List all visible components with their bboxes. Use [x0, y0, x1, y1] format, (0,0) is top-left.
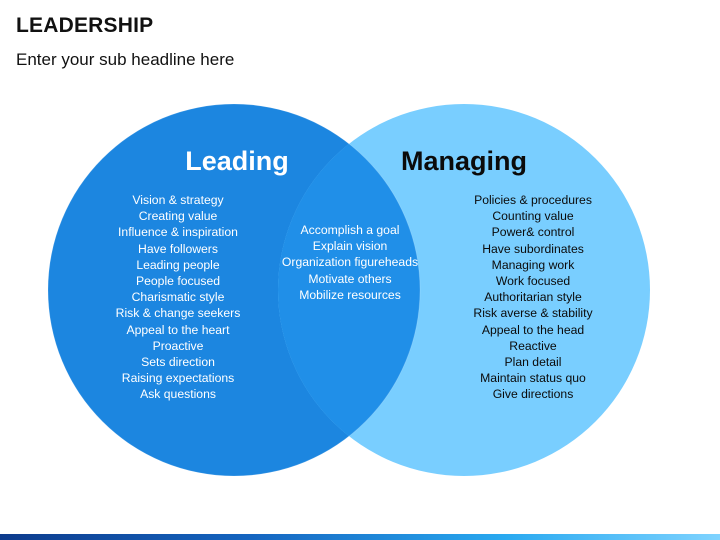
- leading-item: Sets direction: [141, 355, 215, 370]
- overlap-item: Explain vision: [312, 239, 388, 254]
- managing-item: Reactive: [509, 338, 557, 353]
- leading-item: Risk & change seekers: [115, 306, 241, 321]
- overlap-region: [278, 104, 420, 476]
- leading-item: Vision & strategy: [132, 193, 224, 207]
- managing-item: Counting value: [492, 209, 574, 224]
- overlap-item: Accomplish a goal: [300, 223, 400, 237]
- managing-item: Appeal to the head: [481, 322, 585, 337]
- managing-item: Plan detail: [504, 355, 562, 370]
- overlap-item: Organization figureheads: [281, 255, 419, 270]
- managing-item: Have subordinates: [482, 241, 584, 256]
- managing-item: Authoritarian style: [484, 290, 582, 305]
- leading-item: Raising expectations: [121, 371, 235, 386]
- leading-item: Ask questions: [140, 387, 216, 402]
- managing-heading: Managing: [401, 146, 527, 176]
- slide-subtitle: Enter your sub headline here: [16, 50, 235, 69]
- leading-item: Charismatic style: [131, 290, 225, 305]
- leading-heading: Leading: [185, 146, 289, 176]
- managing-item: Policies & procedures: [474, 193, 592, 207]
- managing-item: Maintain status quo: [480, 371, 586, 386]
- managing-item: Managing work: [491, 257, 575, 272]
- leading-item: Influence & inspiration: [118, 225, 238, 240]
- leading-item: Creating value: [138, 209, 218, 224]
- managing-item: Power& control: [491, 225, 575, 240]
- leading-item: Have followers: [138, 241, 218, 256]
- slide-title: LEADERSHIP: [16, 14, 154, 37]
- leading-item: People focused: [135, 274, 221, 289]
- managing-item: Work focused: [495, 274, 571, 289]
- leading-item: Leading people: [136, 257, 220, 272]
- overlap-item: Motivate others: [308, 271, 392, 286]
- managing-item: Give directions: [492, 387, 574, 402]
- leading-item: Proactive: [152, 338, 204, 353]
- footer-bar: [0, 534, 720, 540]
- leading-item: Appeal to the heart: [126, 322, 230, 337]
- overlap-item: Mobilize resources: [299, 287, 401, 302]
- managing-item: Risk averse & stability: [473, 306, 593, 321]
